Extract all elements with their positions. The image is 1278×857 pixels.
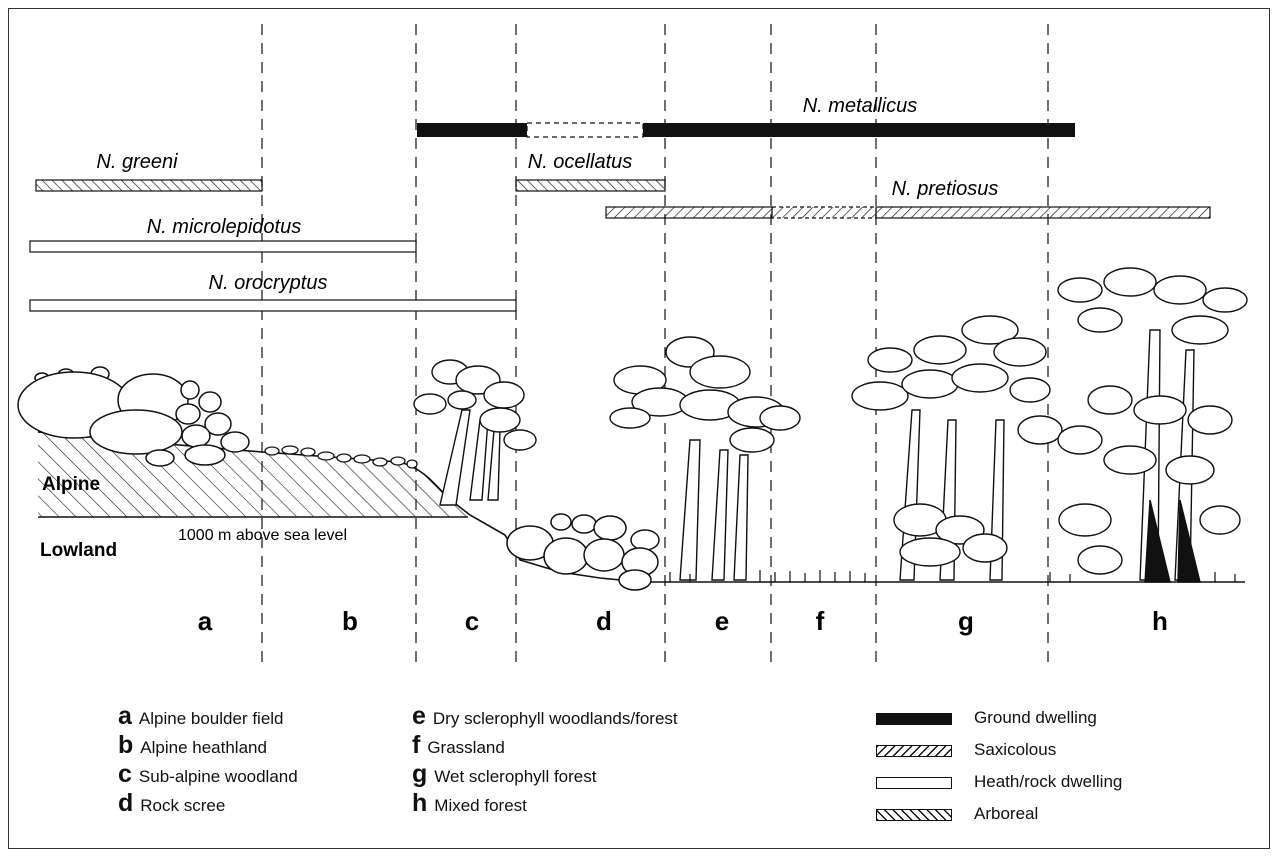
habitat-legend-a: a Alpine boulder field [118, 702, 284, 731]
habitat-legend-e: e Dry sclerophyll woodlands/forest [412, 702, 678, 731]
habitat-legend-d: d Rock scree [118, 789, 225, 818]
habitat-legend-b: b Alpine heathland [118, 731, 267, 760]
ground-swatch [876, 713, 952, 725]
habitat-legend-f: f Grassland [412, 731, 505, 760]
lifestyle-legend-saxicolous: Saxicolous [876, 740, 1056, 760]
lifestyle-legend-ground: Ground dwelling [876, 708, 1097, 728]
alpine-label: Alpine [42, 474, 100, 495]
microlepidotus-bar [30, 241, 416, 252]
zone-letter-g: g [958, 606, 974, 636]
species-label-ocellatus: N. ocellatus [528, 151, 633, 173]
species-range-ocellatus: N. ocellatus [516, 151, 665, 191]
habitat-label: Grassland [427, 738, 504, 757]
habitat-legend-g: g Wet sclerophyll forest [412, 760, 596, 789]
habitat-letter: e [412, 702, 426, 730]
lifestyle-label: Saxicolous [974, 740, 1056, 759]
greeni-bar [36, 180, 262, 191]
species-range-pretiosus: N. pretiosus [606, 178, 1210, 218]
species-label-microlepidotus: N. microlepidotus [147, 216, 302, 238]
lowland-label: Lowland [40, 540, 117, 561]
habitat-legend-h: h Mixed forest [412, 789, 527, 818]
species-label-greeni: N. greeni [96, 151, 178, 173]
species-label-orocryptus: N. orocryptus [209, 272, 328, 294]
species-ranges: N. metallicus N. greeni N. ocellatus N. … [30, 95, 1210, 311]
saxicolous-swatch [876, 745, 952, 757]
habitat-label: Mixed forest [434, 796, 527, 815]
habitat-label: Alpine heathland [140, 738, 267, 757]
species-range-microlepidotus: N. microlepidotus [30, 216, 416, 252]
habitat-label: Wet sclerophyll forest [434, 767, 596, 786]
habitat-letter: f [412, 731, 420, 759]
zone-letters: a b c d e f g h [198, 606, 1168, 636]
zone-letter-h: h [1152, 606, 1168, 636]
elevation-label: 1000 m above sea level [178, 527, 347, 544]
habitat-letter: a [118, 702, 132, 730]
scree-boulders [507, 514, 659, 590]
ocellatus-bar [516, 180, 665, 191]
arboreal-swatch [876, 809, 952, 821]
zone-letter-b: b [342, 606, 358, 636]
habitat-letter: b [118, 731, 133, 759]
habitat-letter: g [412, 760, 427, 788]
zone-letter-c: c [465, 606, 479, 636]
pretiosus-bar-gap [772, 207, 876, 218]
species-range-orocryptus: N. orocryptus [30, 272, 516, 311]
heath-swatch [876, 777, 952, 789]
species-label-metallicus: N. metallicus [803, 95, 917, 117]
metallicus-bar-gap [527, 123, 643, 137]
zone-letter-d: d [596, 606, 612, 636]
habitat-letter: d [118, 789, 133, 817]
metallicus-bar-left [417, 123, 527, 137]
lifestyle-label: Arboreal [974, 804, 1038, 823]
zone-letter-e: e [715, 606, 729, 636]
lifestyle-legend-heath: Heath/rock dwelling [876, 772, 1122, 792]
lifestyle-label: Ground dwelling [974, 708, 1097, 727]
metallicus-bar-right [643, 123, 1075, 137]
habitat-label: Sub-alpine woodland [139, 767, 298, 786]
habitat-label: Dry sclerophyll woodlands/forest [433, 709, 678, 728]
pretiosus-bar-left [606, 207, 772, 218]
habitat-label: Alpine boulder field [139, 709, 284, 728]
habitat-letter: h [412, 789, 427, 817]
pretiosus-bar-right [876, 207, 1210, 218]
zone-letter-f: f [816, 606, 825, 636]
lifestyle-legend-arboreal: Arboreal [876, 804, 1038, 824]
habitat-label: Rock scree [140, 796, 225, 815]
zone-letter-a: a [198, 606, 213, 636]
orocryptus-bar [30, 300, 516, 311]
tree-mixed-forest [1058, 268, 1247, 582]
habitat-legend-c: c Sub-alpine woodland [118, 760, 298, 789]
species-range-greeni: N. greeni [36, 151, 262, 191]
species-label-pretiosus: N. pretiosus [892, 178, 999, 200]
tree-wet-sclerophyll [852, 316, 1062, 580]
habitat-letter: c [118, 760, 132, 788]
lifestyle-label: Heath/rock dwelling [974, 772, 1122, 791]
